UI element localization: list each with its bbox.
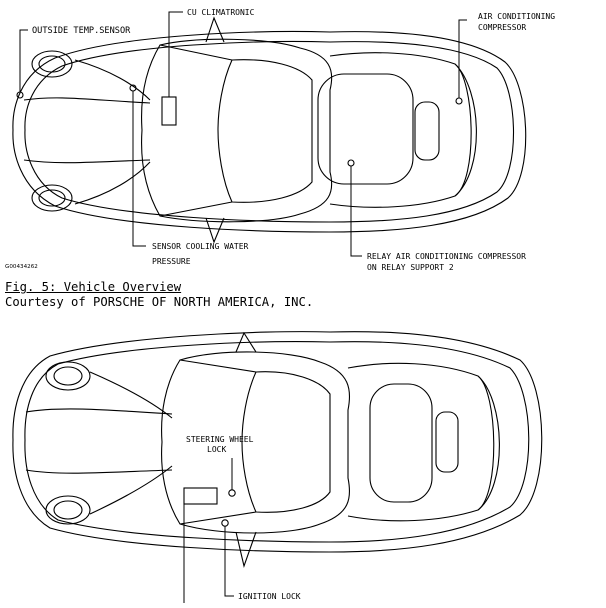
label-ac-compressor-2: COMPRESSOR bbox=[478, 23, 526, 32]
ignition-lock-dot bbox=[221, 519, 229, 527]
module-box bbox=[183, 487, 218, 505]
label-relay-1: RELAY AIR CONDITIONING COMPRESSOR bbox=[367, 252, 526, 261]
cu-climatronic-box bbox=[161, 96, 177, 126]
steering-lock-dot bbox=[228, 489, 236, 497]
label-sensor-cooling-2: PRESSURE bbox=[152, 257, 191, 266]
label-ac-compressor-1: AIR CONDITIONING bbox=[478, 12, 555, 21]
label-outside-temp-sensor: OUTSIDE TEMP.SENSOR bbox=[32, 26, 131, 36]
label-steering-lock-2: LOCK bbox=[207, 445, 226, 454]
label-sensor-cooling-1: SENSOR COOLING WATER bbox=[152, 242, 249, 251]
figure1-leader-lines bbox=[19, 11, 467, 257]
car-outline-bottom bbox=[12, 331, 543, 568]
figure2-component-markers bbox=[183, 487, 236, 527]
label-relay-2: ON RELAY SUPPORT 2 bbox=[367, 263, 454, 272]
label-ignition-lock: IGNITION LOCK bbox=[238, 592, 301, 601]
relay-dot bbox=[347, 159, 355, 167]
figure2-leader-lines bbox=[183, 458, 234, 603]
car-outline-top bbox=[12, 16, 527, 244]
figure-caption-title: Fig. 5: Vehicle Overview bbox=[5, 280, 182, 294]
image-code: G00434262 bbox=[5, 264, 38, 270]
label-cu-climatronic: CU CLIMATRONIC bbox=[187, 8, 255, 17]
figure1-component-markers bbox=[16, 84, 463, 167]
label-steering-lock-1: STEERING WHEEL bbox=[186, 435, 254, 444]
figure-caption-credit: Courtesy of PORSCHE OF NORTH AMERICA, IN… bbox=[5, 295, 314, 309]
ac-compressor-dot bbox=[455, 97, 463, 105]
